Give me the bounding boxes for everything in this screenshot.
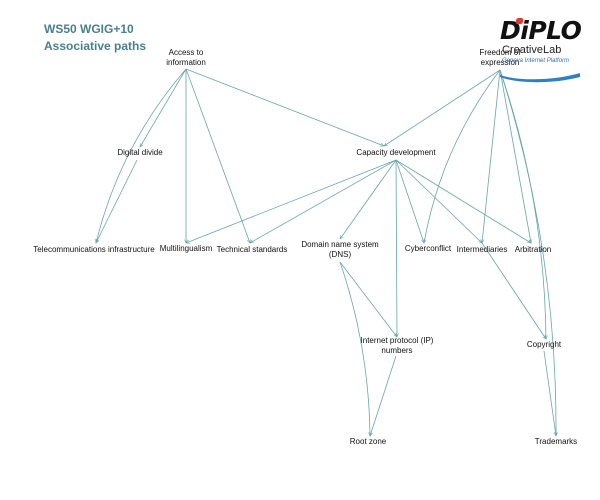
node-root: Root zone bbox=[349, 437, 387, 446]
edge-capdev-multi bbox=[186, 159, 397, 243]
node-multi: Multilingualism bbox=[159, 244, 213, 253]
edge-copy-trade bbox=[543, 350, 556, 436]
edge-freedom-copy bbox=[499, 69, 546, 339]
page-title: WS50 WGIG+10 bbox=[44, 22, 134, 36]
edge-interm-copy bbox=[481, 242, 546, 339]
logo-tagline: Geneva Internet Platform bbox=[502, 58, 570, 64]
edge-access-telecom bbox=[96, 68, 187, 243]
edge-capdev-ip bbox=[396, 159, 397, 337]
diplo-logo: DiPLO CreativeLab Geneva Internet Platfo… bbox=[498, 16, 582, 86]
node-dns: Domain name system(DNS) bbox=[301, 240, 379, 259]
edge-access-capdev bbox=[185, 68, 384, 146]
edge-freedom-arbit bbox=[499, 69, 531, 243]
edge-ip-root bbox=[370, 355, 397, 436]
node-copy: Copyright bbox=[526, 340, 562, 349]
logo-sub-text: CreativeLab bbox=[502, 44, 562, 56]
edge-capdev-dns bbox=[340, 159, 397, 239]
node-ip: Internet protocol (IP)numbers bbox=[360, 336, 434, 355]
node-techstd: Technical standards bbox=[216, 245, 288, 254]
edge-dns-ip bbox=[339, 261, 397, 337]
edge-access-digdiv bbox=[140, 68, 187, 147]
edge-dns-root bbox=[339, 261, 370, 436]
edge-capdev-techstd bbox=[250, 159, 397, 244]
node-capdev: Capacity development bbox=[356, 148, 436, 157]
edge-freedom-interm bbox=[482, 69, 501, 243]
edge-freedom-capdev bbox=[384, 69, 501, 146]
edge-capdev-arbit bbox=[395, 159, 531, 243]
node-digdiv: Digital divide bbox=[117, 148, 163, 157]
edge-freedom-trade bbox=[499, 69, 556, 436]
edge-digdiv-telecom bbox=[95, 159, 138, 243]
node-arbit: Arbitration bbox=[514, 245, 552, 254]
logo-swoosh-icon bbox=[500, 73, 580, 83]
node-trade: Trademarks bbox=[534, 437, 578, 446]
node-telecom: Telecommunications infrastructure bbox=[33, 245, 155, 254]
logo-dot bbox=[515, 18, 524, 24]
node-cyber: Cyberconflict bbox=[404, 244, 452, 253]
logo-main-text: DiPLO bbox=[500, 16, 582, 45]
edge-capdev-interm bbox=[395, 159, 482, 243]
edge-freedom-cyber bbox=[424, 69, 501, 243]
node-interm: Intermediaries bbox=[456, 245, 508, 254]
page-subtitle: Associative paths bbox=[44, 39, 147, 53]
edge-capdev-cyber bbox=[395, 159, 424, 243]
edge-access-techstd bbox=[185, 68, 250, 243]
